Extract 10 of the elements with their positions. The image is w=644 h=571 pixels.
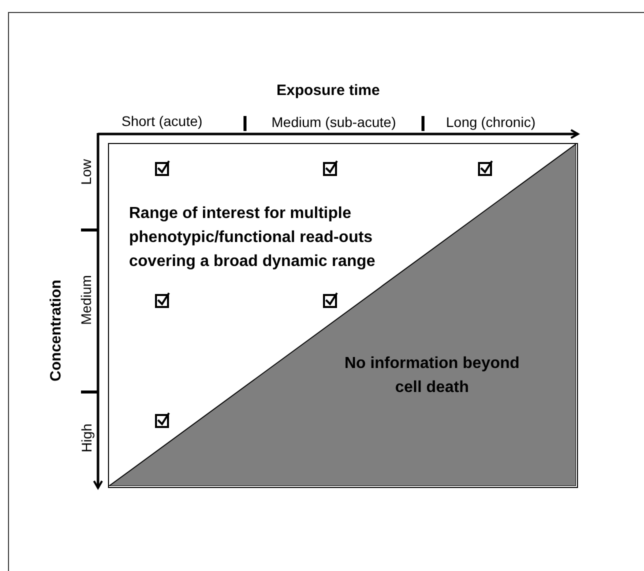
axis-category-label: Long (chronic) bbox=[446, 114, 536, 130]
region-label: No information beyond cell death bbox=[343, 354, 521, 398]
axis-category-label: Low bbox=[78, 159, 94, 185]
axis-category-label: Short (acute) bbox=[122, 113, 202, 129]
axis-category-label: High bbox=[78, 424, 94, 452]
axis-title: Exposure time bbox=[276, 82, 380, 98]
region-label: Range of interest for multiple phenotypic/functional read-outs covering a broad dynamic range bbox=[129, 204, 376, 272]
axis-category-label: Medium bbox=[78, 275, 94, 325]
axis-title: Concentration bbox=[47, 279, 64, 381]
axis-category-label: Medium (sub-acute) bbox=[272, 114, 396, 130]
